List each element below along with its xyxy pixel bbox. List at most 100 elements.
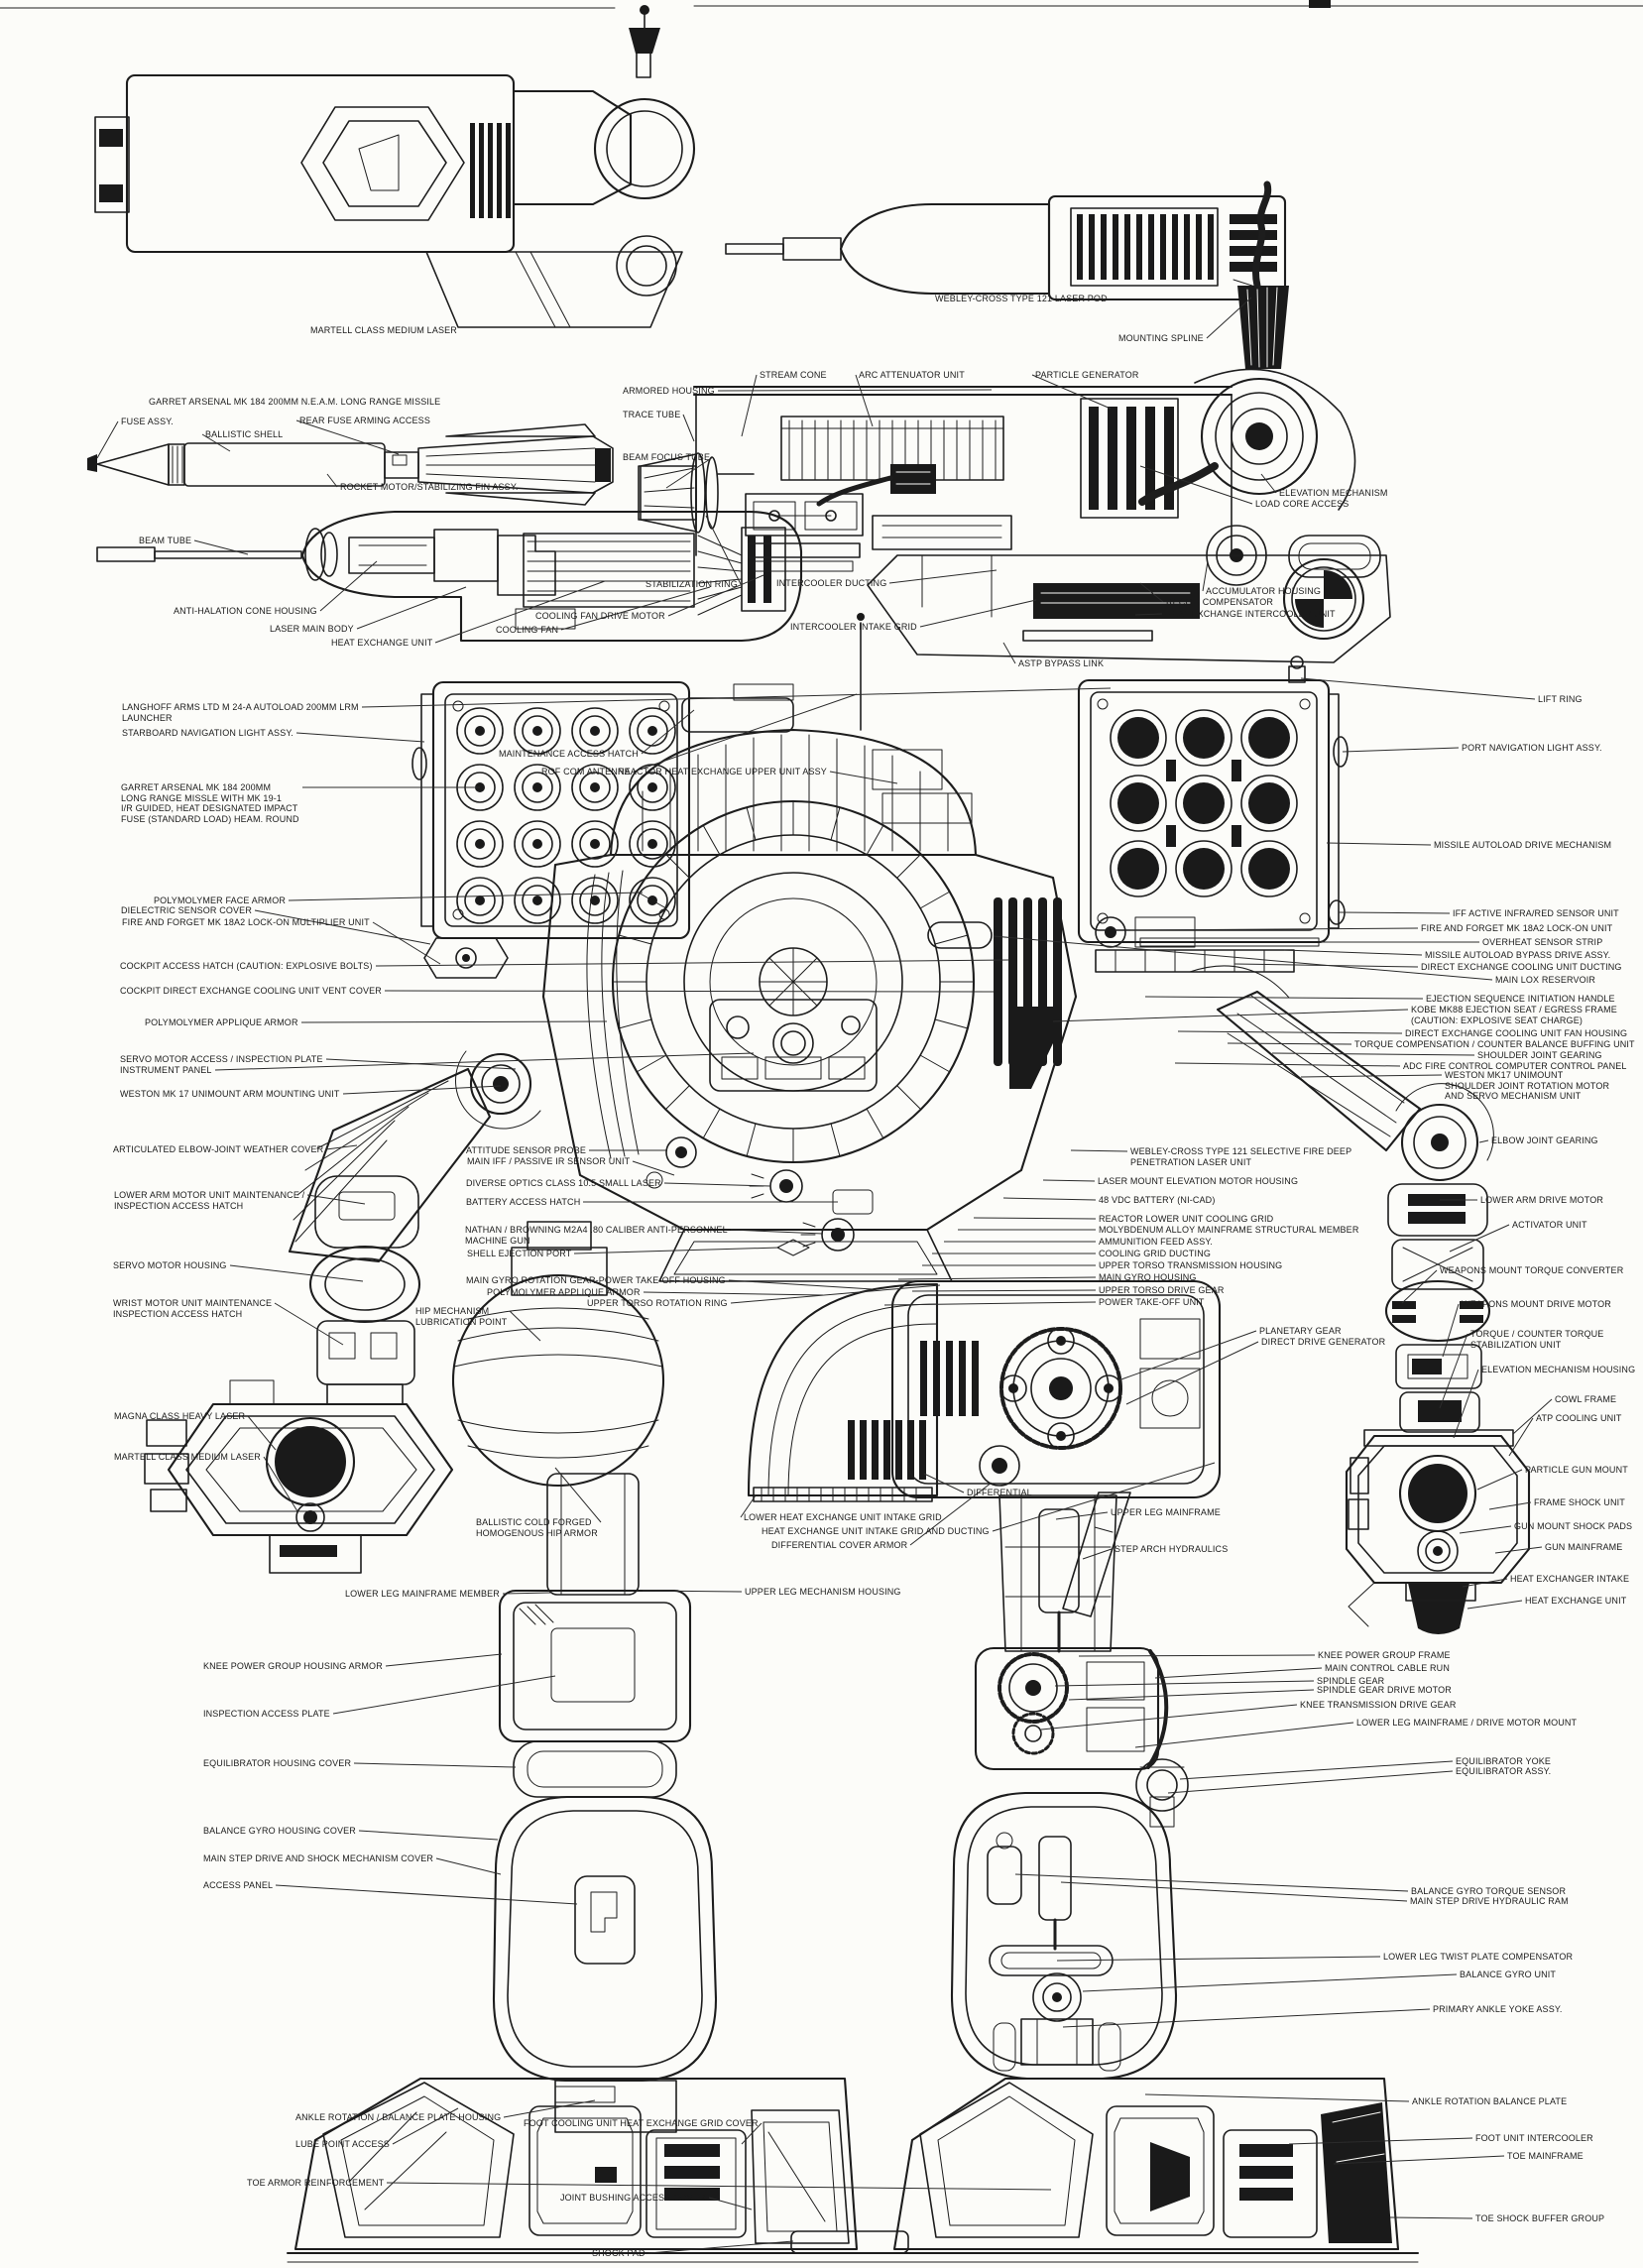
callout-label: LIFT RING xyxy=(1538,694,1583,704)
callout-label: WEAPONS MOUNT DRIVE MOTOR xyxy=(1462,1299,1611,1309)
callout-label: ELEVATION MECHANISM xyxy=(1279,488,1388,498)
callout-label: INSTRUMENT PANEL xyxy=(120,1065,212,1075)
callout-label: FOOT UNIT INTERCOOLER xyxy=(1475,2133,1593,2143)
callout-label: INSPECTION ACCESS PLATE xyxy=(203,1709,330,1719)
callout-label: EQUILIBRATOR ASSY. xyxy=(1456,1766,1552,1776)
callout-label: ELBOW JOINT GEARING xyxy=(1491,1135,1598,1145)
callout-label: MAIN CONTROL CABLE RUN xyxy=(1325,1663,1450,1673)
callout-label: GARRET ARSENAL MK 184 200MM N.E.A.M. LON… xyxy=(149,397,441,407)
callout-label: POLYMOLYMER FACE ARMOR xyxy=(154,895,286,905)
callout-label: GARRET ARSENAL MK 184 200MM LONG RANGE M… xyxy=(121,782,299,824)
callout-label: ASTP BYPASS LINK xyxy=(1018,658,1105,668)
callout-label: INTERCOOLER DUCTING xyxy=(776,578,887,588)
callout-label: PARTICLE GUN MOUNT xyxy=(1525,1465,1628,1475)
callout-label: ATTITUDE SENSOR PROBE xyxy=(466,1145,586,1155)
callout-label: KNEE POWER GROUP FRAME xyxy=(1318,1650,1451,1660)
callout-label: ELEVATION MECHANISM HOUSING xyxy=(1481,1365,1636,1374)
callout-label: BALLISTIC COLD FORGED HOMOGENOUS HIP ARM… xyxy=(476,1517,598,1538)
callout-label: DIVERSE OPTICS CLASS 10.5 SMALL LASER xyxy=(466,1178,661,1188)
callout-label: REACTOR LOWER UNIT COOLING GRID xyxy=(1099,1214,1274,1224)
callout-label: MAIN STEP DRIVE AND SHOCK MECHANISM COVE… xyxy=(203,1853,434,1863)
callout-label: SHELL EJECTION PORT xyxy=(467,1249,572,1258)
callout-label: TORQUE COMPENSATION / COUNTER BALANCE BU… xyxy=(1354,1039,1635,1049)
callout-label: ACTIVATOR UNIT xyxy=(1512,1220,1587,1230)
callout-label: KNEE TRANSMISSION DRIVE GEAR xyxy=(1300,1700,1457,1710)
callout-label: TORQUE / COUNTER TORQUE STABILIZATION UN… xyxy=(1470,1329,1604,1350)
callout-label: UPPER LEG MAINFRAME xyxy=(1111,1507,1221,1517)
callout-label: WEAPONS MOUNT TORQUE CONVERTER xyxy=(1440,1265,1624,1275)
callout-label: FOOT COOLING UNIT HEAT EXCHANGE GRID COV… xyxy=(524,2118,759,2128)
callout-label: EQUILIBRATOR HOUSING COVER xyxy=(203,1758,352,1768)
callout-label: LASER MOUNT ELEVATION MOTOR HOUSING xyxy=(1098,1176,1299,1186)
callout-label: DIRECT EXCHANGE COOLING UNIT FAN HOUSING xyxy=(1405,1028,1628,1038)
callout-label: UPPER TORSO ROTATION RING xyxy=(587,1298,728,1308)
callout-label: RECOIL COMPENSATOR xyxy=(1166,597,1274,607)
callout-label: DIFFERENTIAL xyxy=(967,1488,1032,1497)
callout-label: ARTICULATED ELBOW-JOINT WEATHER COVER xyxy=(113,1144,324,1154)
callout-label: DIFFERENTIAL COVER ARMOR xyxy=(771,1540,908,1550)
callout-label: ROCKET MOTOR/STABILIZING FIN ASSY. xyxy=(340,482,519,492)
callout-label: POLYMOLYMER APPLIQUE ARMOR xyxy=(487,1287,641,1297)
callout-label: ANTI-HALATION CONE HOUSING xyxy=(174,606,317,616)
callout-label: HIP MECHANISM LUBRICATION POINT xyxy=(415,1306,508,1327)
callout-label: WEBLEY-CROSS TYPE 121 SELECTIVE FIRE DEE… xyxy=(1130,1146,1352,1167)
callout-label: COOLING FAN DRIVE MOTOR xyxy=(535,611,665,621)
left-leg-drawing xyxy=(492,1473,718,2133)
callout-label: DIRECT EXCHANGE COOLING UNIT DUCTING xyxy=(1421,962,1622,972)
callout-label: HEAT EXCHANGE UNIT xyxy=(331,638,433,648)
callout-label: 48 VDC BATTERY (NI-CAD) xyxy=(1099,1195,1216,1205)
callout-label: REACTOR HEAT EXCHANGE UPPER UNIT ASSY xyxy=(618,767,827,776)
callout-label: POWER TAKE-OFF UNIT xyxy=(1099,1297,1205,1307)
callout-label: GUN MOUNT SHOCK PADS xyxy=(1514,1521,1633,1531)
callout-label: LASER MAIN BODY xyxy=(270,624,354,634)
callout-label: ACCUMULATOR HOUSING xyxy=(1206,586,1322,596)
callout-label: NATHAN / BROWNING M2A4 .80 CALIBER ANTI-… xyxy=(465,1225,728,1246)
callout-label: ROF COM ANTENNA xyxy=(541,767,631,776)
callout-label: STEP ARCH HYDRAULICS xyxy=(1115,1544,1229,1554)
callout-label: JOINT BUSHING ACCESS COVER xyxy=(560,2193,706,2203)
callout-label: FUSE ASSY. xyxy=(121,417,174,426)
callout-label: MAIN STEP DRIVE HYDRAULIC RAM xyxy=(1410,1896,1569,1906)
callout-label: SPINDLE GEAR xyxy=(1317,1676,1385,1686)
callout-label: DIRECT DRIVE GENERATOR xyxy=(1261,1337,1386,1347)
callout-label: HEAT EXCHANGE INTERCOOLER UNIT xyxy=(1165,609,1336,619)
callout-label: TOE MAINFRAME xyxy=(1507,2151,1584,2161)
callout-label: MAIN IFF / PASSIVE IR SENSOR UNIT xyxy=(467,1156,631,1166)
callout-label: COCKPIT DIRECT EXCHANGE COOLING UNIT VEN… xyxy=(120,986,382,996)
callout-label: IFF ACTIVE INFRA/RED SENSOR UNIT xyxy=(1453,908,1619,918)
callout-label: MAINTENANCE ACCESS HATCH xyxy=(499,749,639,759)
callout-label: COOLING GRID DUCTING xyxy=(1099,1249,1212,1258)
callout-label: SHOCK PAD xyxy=(592,2248,645,2258)
callout-label: MAIN GYRO ROTATION GEAR-POWER TAKE-OFF H… xyxy=(466,1275,726,1285)
callout-label: LOWER LEG MAINFRAME / DRIVE MOTOR MOUNT xyxy=(1356,1718,1578,1728)
page-edge-marks xyxy=(0,0,1643,9)
callout-label: WESTON MK17 UNIMOUNT SHOULDER JOINT ROTA… xyxy=(1445,1070,1610,1101)
callout-label: PARTICLE GENERATOR xyxy=(1035,370,1139,380)
callout-label: POLYMOLYMER APPLIQUE ARMOR xyxy=(145,1017,298,1027)
callout-label: BEAM FOCUS TUBE xyxy=(623,452,711,462)
callout-label: PRIMARY ANKLE YOKE ASSY. xyxy=(1433,2004,1563,2014)
callout-label: HEAT EXCHANGER INTAKE xyxy=(1510,1574,1630,1584)
callout-label: PORT NAVIGATION LIGHT ASSY. xyxy=(1462,743,1602,753)
callout-label: TRACE TUBE xyxy=(623,410,681,419)
callout-label: FIRE AND FORGET MK 18A2 LOCK-ON MULTIPLI… xyxy=(122,917,370,927)
callout-label: LOAD CORE ACCESS xyxy=(1255,499,1350,509)
callout-label: MARTELL CLASS MEDIUM LASER xyxy=(114,1452,261,1462)
callout-label: FIRE AND FORGET MK 18A2 LOCK-ON UNIT xyxy=(1421,923,1613,933)
callout-label: ADC FIRE CONTROL COMPUTER CONTROL PANEL xyxy=(1403,1061,1627,1071)
callout-label: STREAM CONE xyxy=(760,370,827,380)
callout-label: LOWER ARM DRIVE MOTOR xyxy=(1480,1195,1603,1205)
callout-label: COWL FRAME xyxy=(1555,1394,1617,1404)
callout-label: LOWER HEAT EXCHANGE UNIT INTAKE GRID xyxy=(744,1512,942,1522)
callout-label: BALLISTIC SHELL xyxy=(205,429,284,439)
callout-label: LOWER LEG TWIST PLATE COMPENSATOR xyxy=(1383,1952,1574,1962)
callout-label: SERVO MOTOR HOUSING xyxy=(113,1260,227,1270)
callout-label: LOWER LEG MAINFRAME MEMBER xyxy=(345,1589,500,1599)
callout-label: WESTON MK 17 UNIMOUNT ARM MOUNTING UNIT xyxy=(120,1089,340,1099)
callout-label: MAGNA CLASS HEAVY LASER xyxy=(114,1411,246,1421)
callout-label: EJECTION SEQUENCE INITIATION HANDLE xyxy=(1426,994,1615,1004)
callout-label: INTERCOOLER INTAKE GRID xyxy=(790,622,917,632)
